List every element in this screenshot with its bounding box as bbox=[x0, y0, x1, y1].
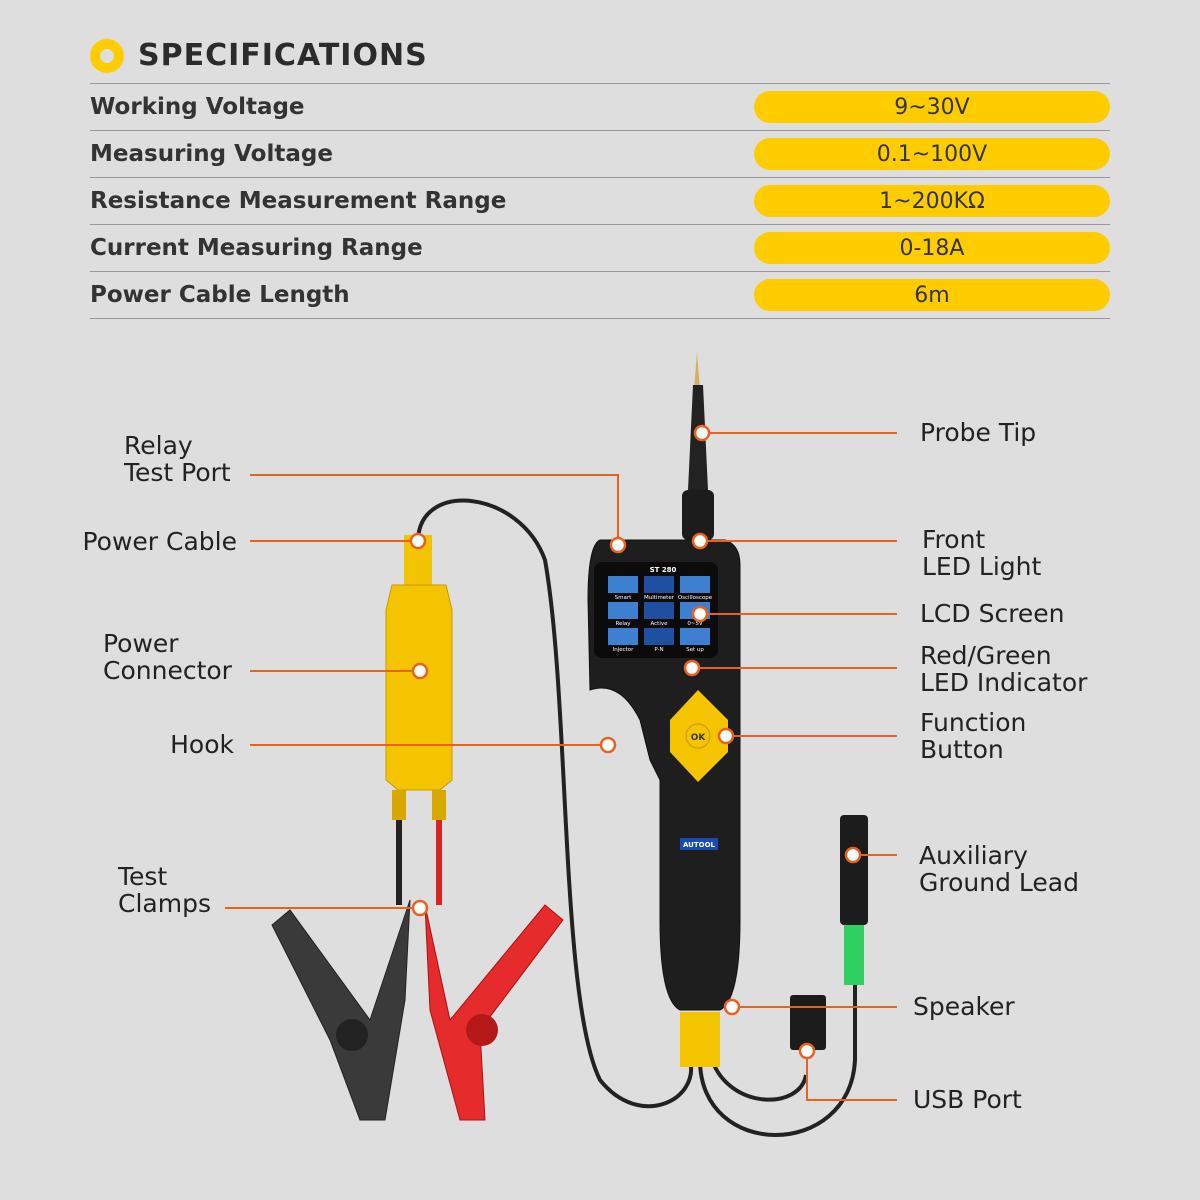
callout-dot bbox=[717, 727, 735, 745]
callout-dot bbox=[798, 1042, 816, 1060]
spec-row: Working Voltage 9~30V bbox=[90, 84, 1110, 131]
spec-row: Resistance Measurement Range 1~200KΩ bbox=[90, 178, 1110, 225]
spec-row: Current Measuring Range 0-18A bbox=[90, 225, 1110, 272]
usb-port bbox=[790, 995, 826, 1050]
callout-dot bbox=[609, 536, 627, 554]
spec-header: SPECIFICATIONS bbox=[90, 38, 428, 73]
svg-text:Multimeter: Multimeter bbox=[644, 595, 675, 601]
power-connector bbox=[385, 535, 453, 905]
svg-text:Active: Active bbox=[650, 621, 668, 627]
callout-dot bbox=[599, 736, 617, 754]
spec-value: 0-18A bbox=[754, 232, 1110, 264]
screen-tile bbox=[608, 576, 638, 593]
callout-indicator: Red/Green LED Indicator bbox=[920, 641, 1088, 697]
callout-dot bbox=[691, 605, 709, 623]
spec-row: Measuring Voltage 0.1~100V bbox=[90, 131, 1110, 178]
spec-label: Measuring Voltage bbox=[90, 141, 333, 167]
callout-dot bbox=[409, 532, 427, 550]
spec-row: Power Cable Length 6m bbox=[90, 272, 1110, 319]
spec-label: Working Voltage bbox=[90, 94, 305, 120]
screen-tile bbox=[644, 628, 674, 645]
brand-label: AUTOOL bbox=[683, 841, 716, 849]
callout-dot bbox=[683, 659, 701, 677]
callout-probe-tip: Probe Tip bbox=[920, 418, 1037, 447]
svg-text:Injector: Injector bbox=[613, 647, 635, 653]
screen-tile bbox=[680, 576, 710, 593]
spec-label: Current Measuring Range bbox=[90, 235, 423, 261]
screen-tile bbox=[608, 602, 638, 619]
aux-cable bbox=[698, 985, 857, 1137]
callout-power-cable: Power Cable bbox=[82, 527, 237, 556]
svg-text:OK: OK bbox=[691, 733, 707, 743]
callout-dot bbox=[411, 662, 429, 680]
spec-label: Resistance Measurement Range bbox=[90, 188, 507, 214]
svg-text:P-N: P-N bbox=[654, 647, 663, 653]
callout-dot bbox=[691, 532, 709, 550]
callout-test-clamps: Test Clamps bbox=[118, 862, 211, 918]
spec-value: 1~200KΩ bbox=[754, 185, 1110, 217]
callout-dot bbox=[723, 998, 741, 1016]
test-clamps bbox=[271, 899, 564, 1121]
page-title: SPECIFICATIONS bbox=[138, 38, 428, 73]
spec-label: Power Cable Length bbox=[90, 282, 350, 308]
callout-dot bbox=[411, 899, 429, 917]
svg-text:Oscilloscope: Oscilloscope bbox=[678, 595, 713, 601]
screen-tile bbox=[644, 576, 674, 593]
callout-speaker: Speaker bbox=[913, 992, 1015, 1021]
callout-relay: Relay Test Port bbox=[124, 431, 231, 487]
svg-text:Smart: Smart bbox=[615, 595, 632, 601]
svg-text:0~5V: 0~5V bbox=[687, 621, 703, 627]
model-label: ST 280 bbox=[650, 566, 677, 574]
power-cable bbox=[416, 498, 694, 1109]
callout-hook: Hook bbox=[170, 730, 234, 759]
callout-front-led: Front LED Light bbox=[922, 525, 1042, 581]
callout-usb: USB Port bbox=[913, 1085, 1022, 1114]
callout-dot bbox=[693, 424, 711, 442]
spec-table: Working Voltage 9~30V Measuring Voltage 0.1… bbox=[90, 83, 1110, 319]
callout-line-usb bbox=[806, 1051, 897, 1101]
callout-line-relay bbox=[250, 474, 619, 545]
callout-aux: Auxiliary Ground Lead bbox=[919, 841, 1079, 897]
screen-tile bbox=[644, 602, 674, 619]
screen-tile bbox=[608, 628, 638, 645]
spec-value: 6m bbox=[754, 279, 1110, 311]
screen-tile bbox=[680, 628, 710, 645]
callout-function: Function Button bbox=[920, 708, 1027, 764]
spec-value: 0.1~100V bbox=[754, 138, 1110, 170]
svg-text:Relay: Relay bbox=[615, 621, 631, 627]
callout-lcd: LCD Screen bbox=[920, 599, 1065, 628]
circle-ring-icon bbox=[90, 38, 124, 73]
callout-power-connector: Power Connector bbox=[103, 629, 232, 685]
spec-value: 9~30V bbox=[754, 91, 1110, 123]
svg-text:Set up: Set up bbox=[686, 647, 704, 653]
callout-dot bbox=[844, 846, 862, 864]
